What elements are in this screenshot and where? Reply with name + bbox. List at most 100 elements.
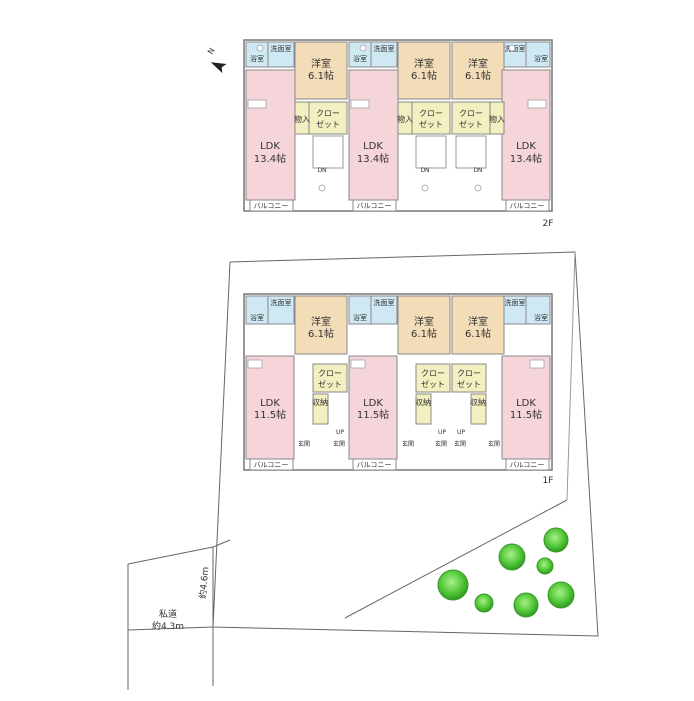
- ldk-size: 13.4帖: [510, 152, 542, 165]
- wash-label: 洗面室: [505, 298, 526, 307]
- closet-label: クロー: [457, 369, 481, 378]
- bath-label: 浴室: [353, 54, 367, 63]
- bath-label: 浴室: [534, 54, 548, 63]
- ldk-label: LDK: [363, 398, 383, 409]
- unit-1f-3: [451, 295, 551, 471]
- closet-label: クロー: [459, 109, 483, 118]
- yoshitsu-label: 洋室: [311, 315, 331, 328]
- tree-4: [437, 569, 469, 601]
- closet-label: ゼット: [419, 119, 443, 129]
- ldk-size: 13.4帖: [357, 152, 389, 165]
- up-label: UP: [457, 429, 465, 436]
- western-room: [294, 41, 348, 100]
- yoshitsu-label: 洋室: [414, 315, 434, 328]
- yoshitsu-label: 洋室: [311, 57, 331, 70]
- wash-label: 洗面室: [374, 44, 395, 53]
- bath-label: 浴室: [250, 313, 264, 322]
- balcony-label: バルコニー: [254, 202, 289, 210]
- closet-label: ゼット: [457, 379, 481, 389]
- yoshitsu-size: 6.1帖: [308, 327, 334, 340]
- closet-label: クロー: [318, 369, 342, 378]
- tree-1: [498, 543, 526, 571]
- floor-1f-labels: 洋室 6.1帖 洋室 6.1帖 洋室 6.1帖 LDK 11.5帖 LDK 11…: [250, 298, 553, 486]
- ldk-label: LDK: [363, 141, 383, 152]
- floor-label-1f: 1F: [543, 476, 554, 486]
- tree-5: [474, 593, 494, 613]
- entrance-label: 玄関: [402, 440, 414, 448]
- balcony-label: バルコニー: [510, 202, 545, 210]
- floor-label-2f: 2F: [543, 219, 554, 229]
- storage-label: 物入: [489, 114, 505, 124]
- ldk-size: 11.5帖: [357, 408, 389, 421]
- unit-2f-1: [245, 41, 348, 212]
- north-arrow-icon: [210, 62, 227, 74]
- bath-label: 浴室: [534, 313, 548, 322]
- site-boundary: [127, 251, 599, 690]
- unit-2f-2: [348, 41, 451, 212]
- dn-label: DN: [317, 167, 326, 174]
- balcony-label: バルコニー: [254, 461, 289, 469]
- floor-2f: [243, 39, 553, 212]
- ldk-label: LDK: [260, 398, 280, 409]
- ldk-size: 11.5帖: [254, 408, 286, 421]
- garden-trees: [437, 527, 575, 618]
- floor-1f: [243, 293, 553, 471]
- tree-3: [536, 557, 554, 575]
- bath-label: 浴室: [250, 54, 264, 63]
- storage-label: 収納: [470, 397, 486, 407]
- tree-2: [543, 527, 569, 553]
- balcony-label: バルコニー: [357, 461, 392, 469]
- yoshitsu-size: 6.1帖: [411, 69, 437, 82]
- balcony-label: バルコニー: [510, 461, 545, 469]
- stairs: [312, 135, 344, 169]
- road-name-label: 私道: [159, 608, 177, 620]
- ldk-size: 11.5帖: [510, 408, 542, 421]
- fixtures: [247, 44, 547, 369]
- entrance-label: 玄関: [488, 440, 500, 448]
- balcony-label: バルコニー: [357, 202, 392, 210]
- yoshitsu-size: 6.1帖: [411, 327, 437, 340]
- closet-room: [308, 101, 348, 135]
- wash-label: 洗面室: [374, 298, 395, 307]
- storage-label: 収納: [312, 397, 328, 407]
- closet-label: クロー: [419, 109, 443, 118]
- ldk-label: LDK: [516, 141, 536, 152]
- tree-6: [513, 592, 539, 618]
- closet-label: ゼット: [318, 379, 342, 389]
- dn-label: DN: [473, 167, 482, 174]
- entrance-label: 玄関: [454, 440, 466, 448]
- closet-label: クロー: [421, 369, 445, 378]
- yoshitsu-size: 6.1帖: [465, 327, 491, 340]
- bath-label: 浴室: [353, 313, 367, 322]
- wash-room: [267, 41, 295, 68]
- closet-label: ゼット: [421, 379, 445, 389]
- closet-label: クロー: [316, 109, 340, 118]
- ldk-label: LDK: [516, 398, 536, 409]
- up-label: UP: [438, 429, 446, 436]
- wash-label: 洗面室: [271, 298, 292, 307]
- yoshitsu-size: 6.1帖: [465, 69, 491, 82]
- wash-label: 洗面室: [271, 44, 292, 53]
- yoshitsu-label: 洋室: [468, 315, 488, 328]
- frontage-label: 約4.6m: [197, 566, 212, 599]
- closet-label: ゼット: [459, 119, 483, 129]
- ldk-label: LDK: [260, 141, 280, 152]
- storage-label: 物入: [397, 114, 413, 124]
- storage-label: 収納: [415, 397, 431, 407]
- ldk-room: [245, 69, 296, 201]
- entrance-label: 玄関: [298, 440, 310, 448]
- unit-1f-1: [245, 295, 348, 471]
- closet-label: ゼット: [316, 119, 340, 129]
- dn-label: DN: [420, 167, 429, 174]
- yoshitsu-label: 洋室: [414, 57, 434, 70]
- tree-7: [547, 581, 575, 609]
- storage-label: 物入: [294, 114, 310, 124]
- entrance-label: 玄関: [435, 440, 447, 448]
- ldk-size: 13.4帖: [254, 152, 286, 165]
- north-label: N: [206, 46, 217, 56]
- yoshitsu-label: 洋室: [468, 57, 488, 70]
- up-label: UP: [336, 429, 344, 436]
- entrance-label: 玄関: [333, 440, 345, 448]
- balcony: [249, 199, 294, 212]
